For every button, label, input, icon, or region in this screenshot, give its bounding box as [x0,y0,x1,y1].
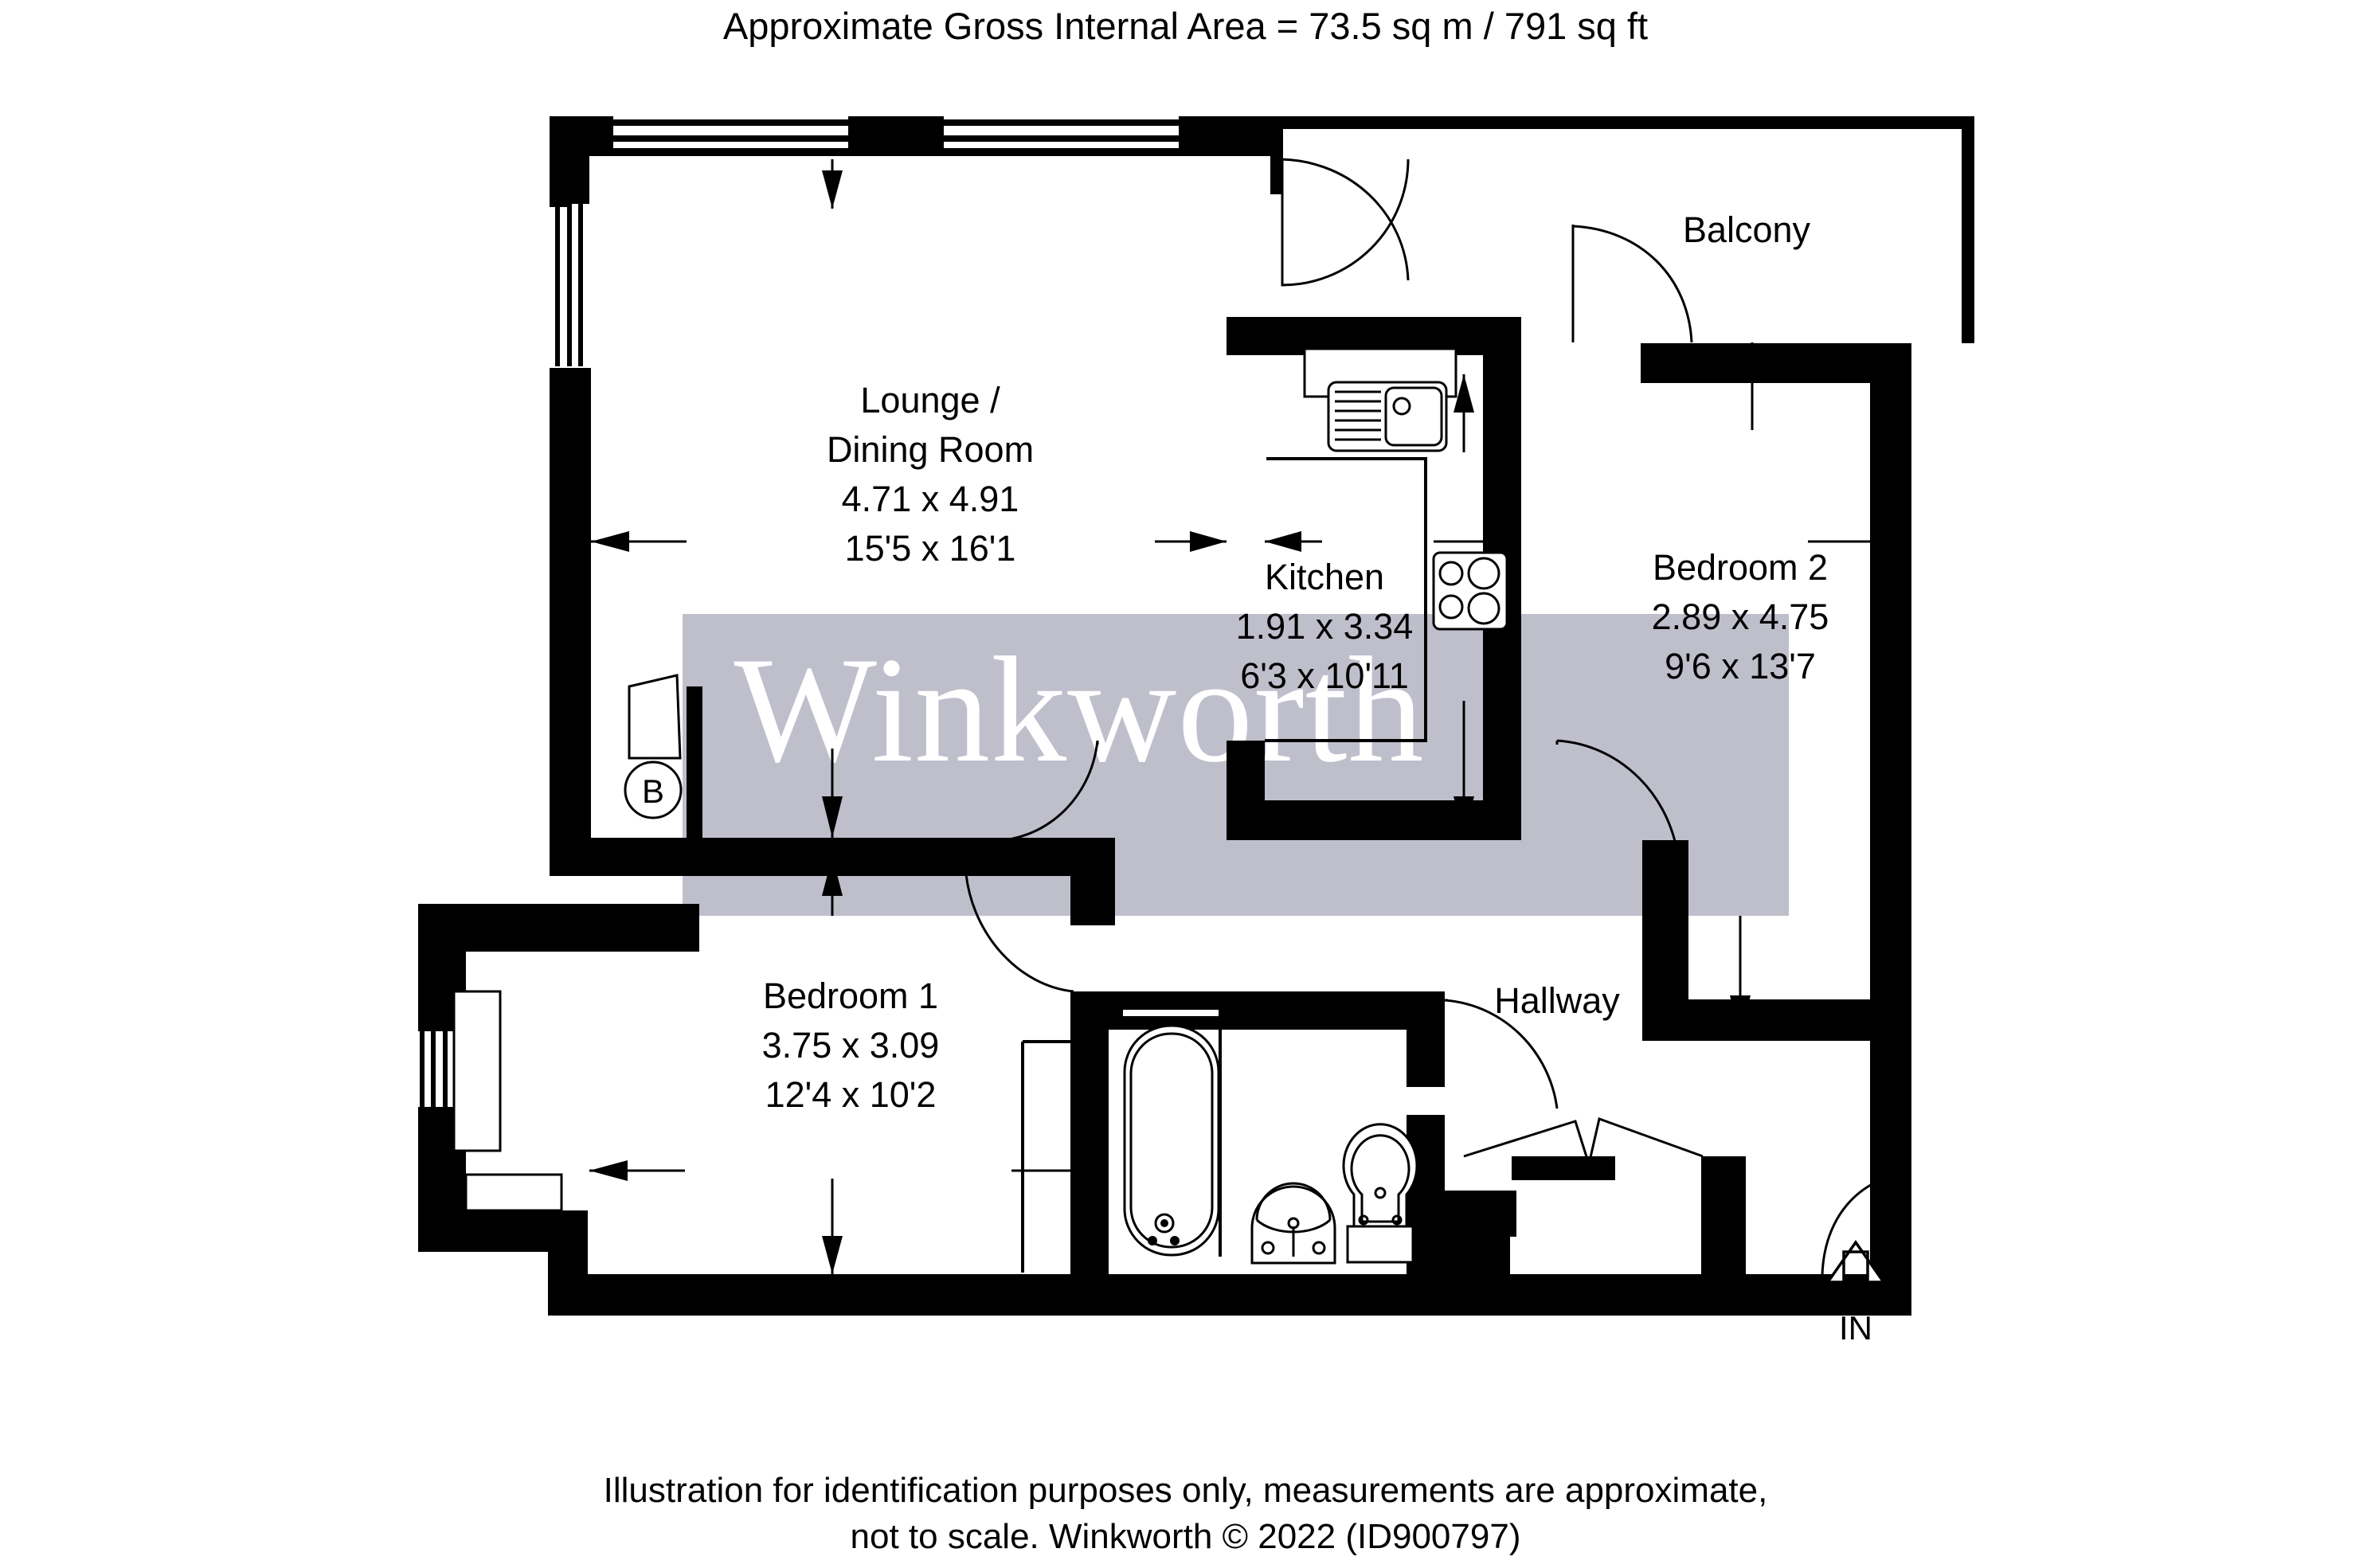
bathroom-fixtures [1123,1010,1418,1265]
walls [418,116,1911,1316]
bedroom2-metric: 2.89 x 4.75 [1652,596,1829,637]
bedroom2-imperial: 9'6 x 13'7 [1665,646,1816,686]
hallway-label: Hallway [1494,980,1620,1021]
wc-icon [1342,1123,1418,1264]
footer-line-2: not to scale. Winkworth © 2022 (ID900797… [850,1517,1521,1556]
lounge-imperial: 15'5 x 16'1 [845,528,1016,569]
lounge-name-line1: Lounge / [860,380,1000,420]
cupboard-wall [687,686,702,838]
watermark-label: Winkworth [734,627,1425,794]
lounge-name-line2: Dining Room [827,429,1034,470]
bedroom2-name-line1: Bedroom 2 [1653,547,1828,588]
wardrobe-partition [1021,1040,1070,1273]
entrance-label: IN [1839,1309,1872,1347]
bedroom1-name-line1: Bedroom 1 [763,976,938,1016]
dimension-arrows [589,159,1910,1274]
basin-icon [1250,1182,1336,1265]
kitchen-name-line1: Kitchen [1265,557,1384,597]
kitchen-imperial: 6'3 x 10'11 [1240,655,1409,696]
boiler-marker-letter: B [642,772,664,810]
kitchen-metric: 1.91 x 3.34 [1236,606,1414,647]
cupboard-outline [628,674,682,760]
kitchen-fixtures [1265,330,1508,742]
footer-line-1: Illustration for identification purposes… [603,1471,1768,1510]
bedroom1-metric: 3.75 x 3.09 [762,1025,940,1066]
sink-icon [1327,381,1448,452]
balcony-outline [1270,116,1974,343]
bath-icon [1123,1010,1220,1257]
entrance-marker: IN [1825,1239,1887,1347]
lounge-metric: 4.71 x 4.91 [842,479,1019,519]
hob-icon [1432,551,1508,631]
door-swings [964,158,1911,1277]
page-title: Approximate Gross Internal Area = 73.5 s… [722,5,1649,47]
room-labels: Lounge / Dining Room 4.71 x 4.91 15'5 x … [762,209,1829,1115]
bedroom1-imperial: 12'4 x 10'2 [765,1074,937,1115]
boiler-marker: B [624,761,683,819]
hallway-cupboard [1463,1117,1704,1169]
balcony-label: Balcony [1683,209,1811,250]
